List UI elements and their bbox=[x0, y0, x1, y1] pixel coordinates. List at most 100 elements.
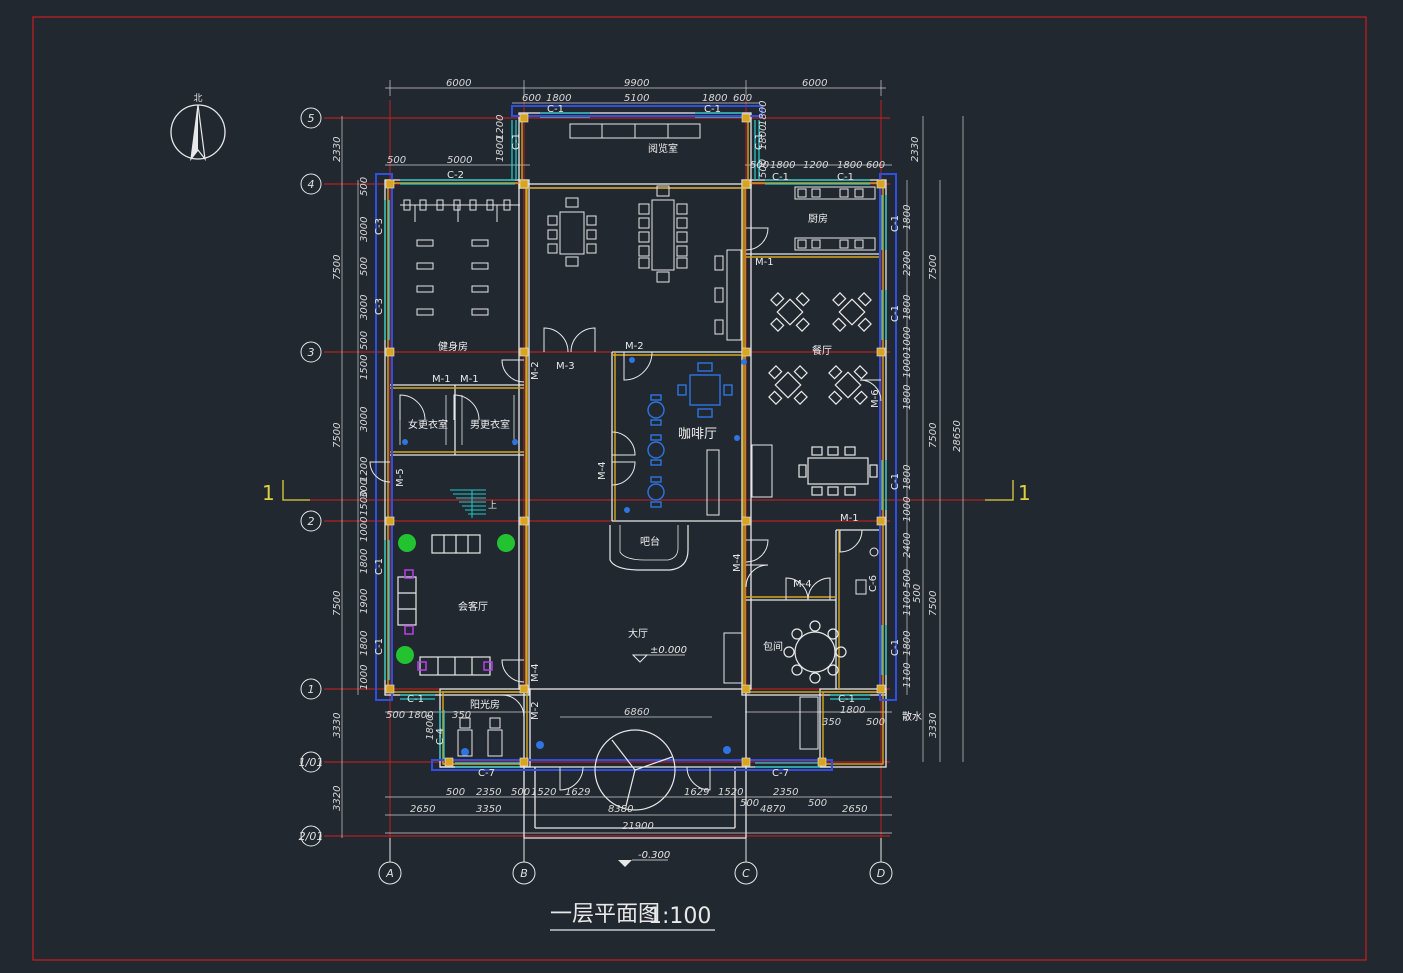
label-hall: 大厅 bbox=[628, 627, 648, 640]
svg-text:1800: 1800 bbox=[902, 295, 913, 320]
svg-text:1800: 1800 bbox=[546, 93, 571, 104]
svg-text:C-1: C-1 bbox=[547, 104, 564, 115]
svg-text:C: C bbox=[742, 867, 750, 880]
gym-equipment bbox=[400, 199, 520, 222]
svg-text:C-1: C-1 bbox=[511, 133, 522, 150]
long-dining-table bbox=[798, 446, 878, 496]
window-frames-blue bbox=[375, 105, 897, 771]
svg-text:2200: 2200 bbox=[902, 251, 913, 276]
label-coffee: 咖啡厅 bbox=[678, 427, 717, 442]
label-gym: 健身房 bbox=[438, 340, 468, 353]
svg-text:600: 600 bbox=[733, 93, 752, 104]
sun-loungers bbox=[457, 717, 503, 757]
svg-text:M-2: M-2 bbox=[530, 361, 541, 380]
svg-text:1200: 1200 bbox=[359, 457, 370, 482]
svg-text:1100: 1100 bbox=[902, 591, 913, 616]
title-scale: 1:100 bbox=[648, 904, 711, 929]
svg-text:500: 500 bbox=[902, 569, 913, 588]
svg-text:1800: 1800 bbox=[758, 101, 769, 126]
svg-text:7500: 7500 bbox=[928, 591, 939, 616]
svg-text:500: 500 bbox=[386, 710, 405, 721]
top-dimensions: 6000 9900 6000 600 1800 5100 1800 600 50… bbox=[387, 78, 885, 171]
svg-text:500: 500 bbox=[446, 787, 465, 798]
drawing-frame bbox=[32, 16, 1367, 961]
label-male: 男更衣室 bbox=[470, 418, 510, 431]
svg-text:350: 350 bbox=[452, 710, 471, 721]
svg-text:M-1: M-1 bbox=[840, 513, 859, 524]
toilets bbox=[714, 249, 742, 341]
svg-text:1800: 1800 bbox=[359, 549, 370, 574]
svg-text:2650: 2650 bbox=[842, 804, 867, 815]
round-table bbox=[783, 620, 847, 684]
svg-text:1: 1 bbox=[262, 481, 275, 505]
svg-text:M-3: M-3 bbox=[556, 361, 575, 372]
axis-labels-numbers: 5 4 3 2 1 1/01 2/01 bbox=[299, 112, 324, 843]
svg-text:1800: 1800 bbox=[902, 205, 913, 230]
svg-text:C-1: C-1 bbox=[837, 172, 854, 183]
svg-text:C-1: C-1 bbox=[838, 694, 855, 705]
svg-text:4: 4 bbox=[308, 178, 315, 191]
svg-text:1800: 1800 bbox=[902, 385, 913, 410]
svg-text:28650: 28650 bbox=[952, 420, 963, 452]
label-female: 女更衣室 bbox=[408, 418, 448, 431]
north-label: 北 bbox=[193, 93, 202, 104]
stairs bbox=[450, 489, 486, 518]
bottom-dimensions: 500 1800 350 350 1800 500 500 2350 500 1… bbox=[386, 705, 885, 832]
svg-text:C-4: C-4 bbox=[435, 728, 446, 745]
svg-text:1800: 1800 bbox=[902, 631, 913, 656]
round-entrance bbox=[594, 729, 676, 811]
svg-text:1800: 1800 bbox=[359, 631, 370, 656]
table-set-small bbox=[547, 197, 597, 267]
elevation-marker: ±0.000 bbox=[631, 645, 687, 663]
plants bbox=[396, 534, 515, 664]
room-labels: 阅览室 健身房 女更衣室 男更衣室 咖啡厅 吧台 大厅 厨房 餐厅 会客厅 阳光… bbox=[408, 142, 922, 723]
svg-text:C-1: C-1 bbox=[772, 172, 789, 183]
svg-text:3320: 3320 bbox=[332, 786, 343, 811]
title-text: 一层平面图 bbox=[550, 902, 660, 927]
svg-text:C-1: C-1 bbox=[407, 694, 424, 705]
svg-text:3000: 3000 bbox=[359, 217, 370, 242]
label-reading: 阅览室 bbox=[648, 142, 678, 155]
small-wc bbox=[855, 547, 879, 595]
svg-text:C-1: C-1 bbox=[754, 133, 765, 150]
svg-text:M-6: M-6 bbox=[870, 389, 881, 408]
svg-text:C-1: C-1 bbox=[890, 473, 901, 490]
svg-text:500: 500 bbox=[808, 798, 827, 809]
svg-text:M-4: M-4 bbox=[597, 461, 608, 480]
svg-text:9900: 9900 bbox=[624, 78, 649, 89]
svg-text:M-1: M-1 bbox=[460, 374, 479, 385]
svg-text:3330: 3330 bbox=[928, 713, 939, 738]
svg-text:C-7: C-7 bbox=[772, 768, 789, 779]
door-labels: M-1 M-1 M-3 M-2 M-1 M-1 M-4 M-2 M-4 M-4 … bbox=[395, 257, 881, 720]
label-meeting: 会客厅 bbox=[458, 600, 488, 613]
svg-text:2/01: 2/01 bbox=[299, 830, 324, 843]
section-mark-left: 1 bbox=[262, 480, 310, 505]
floor-elevation: ±0.000 bbox=[650, 645, 687, 656]
coffee-counter bbox=[706, 449, 720, 516]
svg-text:C-3: C-3 bbox=[374, 298, 385, 315]
svg-text:1/01: 1/01 bbox=[299, 756, 324, 769]
svg-text:7500: 7500 bbox=[332, 255, 343, 280]
svg-text:2650: 2650 bbox=[410, 804, 435, 815]
label-bar: 吧台 bbox=[640, 535, 660, 548]
svg-text:C-7: C-7 bbox=[478, 768, 495, 779]
svg-text:M-4: M-4 bbox=[732, 553, 743, 572]
svg-text:B: B bbox=[520, 867, 528, 880]
svg-text:2330: 2330 bbox=[332, 137, 343, 162]
cabinet-private bbox=[723, 632, 743, 684]
purple-markers bbox=[404, 569, 493, 671]
svg-text:8380: 8380 bbox=[608, 804, 633, 815]
svg-text:6000: 6000 bbox=[446, 78, 471, 89]
section-mark-right: 1 bbox=[985, 480, 1031, 505]
svg-text:M-4: M-4 bbox=[530, 663, 541, 682]
svg-text:1800: 1800 bbox=[425, 715, 436, 740]
svg-text:M-1: M-1 bbox=[432, 374, 451, 385]
svg-text:500: 500 bbox=[359, 177, 370, 196]
svg-text:500: 500 bbox=[912, 584, 923, 603]
axis-bubbles-numbers bbox=[300, 107, 322, 847]
svg-text:3330: 3330 bbox=[332, 713, 343, 738]
stair-up-label: 上 bbox=[488, 500, 497, 511]
blue-marks bbox=[402, 357, 747, 756]
axis-labels-letters: A B C D bbox=[385, 867, 885, 880]
svg-text:A: A bbox=[385, 867, 394, 880]
